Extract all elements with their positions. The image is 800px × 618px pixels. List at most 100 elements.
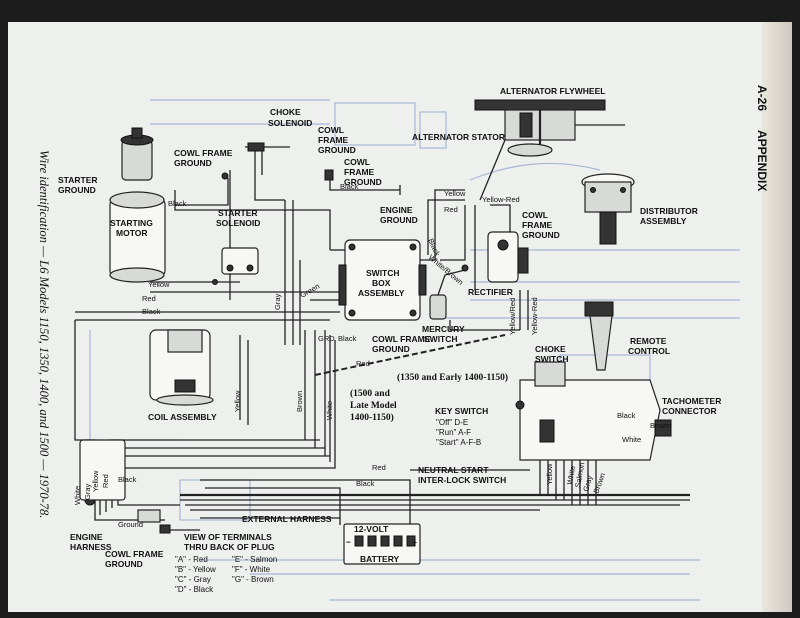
- distributor-assembly: [581, 173, 635, 245]
- wire-label-black-8: Black: [118, 475, 137, 484]
- component-labels: ALTERNATOR FLYWHEEL ALTERNATOR STATOR CH…: [58, 86, 721, 594]
- starting-motor: [109, 127, 166, 283]
- label-rectifier: RECTIFIER: [468, 287, 513, 297]
- wire-label-black-4: Black: [338, 334, 357, 343]
- label-starting-2: MOTOR: [116, 228, 147, 238]
- label-cowl-frame-e2: GROUND: [372, 344, 410, 354]
- wire-label-yellow-slash-red: Yellow/Red: [508, 298, 517, 335]
- key-switch-start: "Start" A-F-B: [436, 438, 481, 447]
- battery: [343, 523, 421, 565]
- wire-label-black-6: Black: [356, 479, 375, 488]
- label-cowl-frame-b3: GROUND: [318, 145, 356, 155]
- plug-terminal-c: "C" - Gray: [175, 575, 211, 584]
- wire-label-white-1: White: [325, 401, 334, 420]
- note-1500-line2: Late Model: [350, 401, 397, 411]
- label-neutral-start-1: NEUTRAL START: [418, 465, 489, 475]
- label-coil-assembly: COIL ASSEMBLY: [148, 412, 217, 422]
- label-starting-1: STARTING: [110, 218, 153, 228]
- label-starter-solenoid-1: STARTER: [218, 208, 258, 218]
- alternator: [474, 99, 625, 157]
- label-choke-solenoid-2: SOLENOID: [268, 118, 312, 128]
- label-cowl-frame-e1: COWL FRAME: [372, 334, 431, 344]
- label-cowl-frame-1: COWL FRAME: [174, 148, 233, 158]
- label-engine-ground-2: GROUND: [380, 215, 418, 225]
- label-switch-box-2: BOX: [372, 278, 391, 288]
- label-cowl-frame-b1: COWL: [318, 125, 344, 135]
- plug-terminal-e: "E" - Salmon: [232, 555, 277, 564]
- wire-label-white-2: White: [565, 465, 577, 485]
- label-cowl-frame-f2: GROUND: [105, 559, 143, 569]
- label-tach-2: CONNECTOR: [662, 406, 717, 416]
- label-starter-ground-1: STARTER: [58, 175, 98, 185]
- wire-label-yellow-red-2: Yellow-Red: [530, 297, 539, 335]
- cowl-frame-ground-top: [221, 169, 334, 181]
- wire-label-ground: Ground: [118, 520, 143, 529]
- wire-label-brown-1: Brown: [295, 391, 304, 412]
- starter-solenoid: [212, 247, 259, 285]
- label-remote-2: CONTROL: [628, 346, 670, 356]
- plug-terminal-f: "F" - White: [232, 565, 271, 574]
- label-key-switch: KEY SWITCH: [435, 406, 488, 416]
- wire-label-black-1: Black: [168, 199, 187, 208]
- wire-label-grd: GRD: [318, 334, 335, 343]
- label-cowl-frame-d3: GROUND: [522, 230, 560, 240]
- label-switch-box-3: ASSEMBLY: [358, 288, 405, 298]
- section-title: APPENDIX: [755, 130, 769, 191]
- label-neutral-start-2: INTER-LOCK SWITCH: [418, 475, 506, 485]
- label-cowl-frame-2: GROUND: [174, 158, 212, 168]
- label-cowl-frame-c1: COWL: [344, 157, 370, 167]
- note-1500-line3: 1400-1150): [350, 412, 394, 423]
- label-switch-box-1: SWITCH: [366, 268, 400, 278]
- coil-assembly: [149, 329, 214, 406]
- key-switch-off: "Off" D-E: [436, 418, 468, 427]
- label-tach-1: TACHOMETER: [662, 396, 721, 406]
- wire-label-white-4: White: [73, 486, 82, 505]
- label-engine-harness-2: HARNESS: [70, 542, 112, 552]
- mercury-switch: [429, 264, 469, 320]
- label-cowl-frame-b2: FRAME: [318, 135, 349, 145]
- wire-label-black-7: Black: [617, 411, 636, 420]
- wire-label-yellow-1: Yellow: [148, 280, 170, 289]
- label-battery-2: BATTERY: [360, 554, 400, 564]
- label-mercury-1: MERCURY: [422, 324, 465, 334]
- note-1350: (1350 and Early 1400-1150): [397, 372, 508, 383]
- battery-neg: −: [346, 537, 351, 547]
- label-choke-solenoid-1: CHOKE: [270, 107, 301, 117]
- plug-terminal-a: "A" - Red: [175, 555, 208, 564]
- label-alternator-stator: ALTERNATOR STATOR: [412, 132, 505, 142]
- label-cowl-frame-c2: FRAME: [344, 167, 375, 177]
- key-switch-run: "Run" A-F: [436, 428, 471, 437]
- plug-terminal-g: "G" - Brown: [232, 575, 274, 584]
- label-cowl-frame-c3: GROUND: [344, 177, 382, 187]
- tachometer-connector: [654, 419, 672, 437]
- wire-label-brown-2: Brown: [591, 472, 607, 495]
- wire-label-red-top: Red: [444, 205, 458, 214]
- wire-label-yellow-4: Yellow: [91, 470, 100, 492]
- wire-label-red-4: Red: [101, 474, 110, 488]
- wire-label-yellow-red: Yellow-Red: [482, 195, 520, 204]
- wire-label-gray-3: Gray: [83, 483, 92, 500]
- wire-label-yellow-3: Yellow: [545, 463, 554, 485]
- label-starter-solenoid-2: SOLENOID: [216, 218, 260, 228]
- remote-control: [515, 301, 661, 461]
- wire-label-black-3: Black: [340, 182, 359, 191]
- wire-harness-lines: [74, 129, 690, 531]
- label-alternator-flywheel: ALTERNATOR FLYWHEEL: [500, 86, 605, 96]
- battery-pos: +: [412, 537, 417, 547]
- wire-label-gray-2: Gray: [581, 474, 594, 492]
- rectifier: [487, 231, 529, 283]
- label-engine-ground-1: ENGINE: [380, 205, 413, 215]
- wire-label-red-1: Red: [142, 294, 156, 303]
- wire-color-labels: Black Yellow Red Black Black Gray Green …: [73, 182, 671, 529]
- page-spine: [762, 22, 792, 612]
- wire-label-yellow-top: Yellow: [444, 189, 466, 198]
- wire-label-yellow-2: Yellow: [233, 390, 242, 412]
- label-cowl-frame-d1: COWL: [522, 210, 548, 220]
- switch-box-assembly: [338, 239, 427, 321]
- wire-label-white-brown: White/Brown: [427, 253, 465, 287]
- wire-label-salmon: Salmon: [573, 462, 586, 489]
- label-mercury-2: SWITCH: [424, 334, 458, 344]
- wire-label-gray-1: Gray: [273, 293, 282, 310]
- wire-label-red-2: Red: [356, 359, 370, 368]
